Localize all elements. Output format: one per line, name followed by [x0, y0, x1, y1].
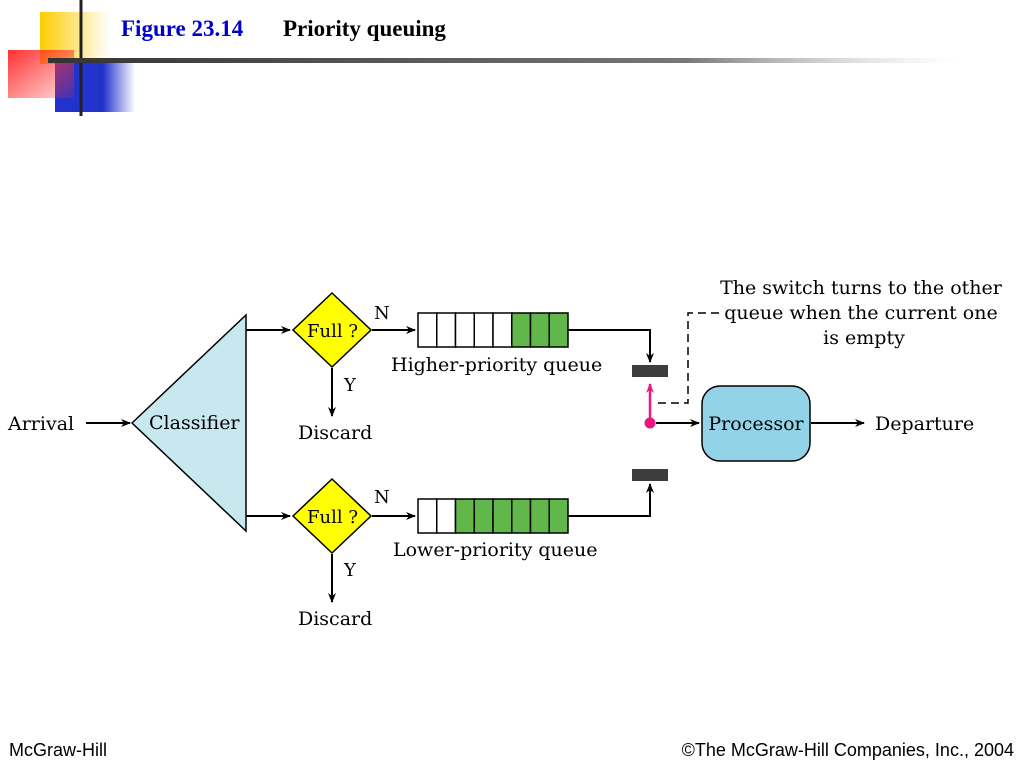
upper-discard-label: Discard [298, 422, 372, 444]
queue-slot-filled [473, 498, 494, 534]
processor-box [701, 385, 811, 462]
switch-note: The switch turns to the other queue when… [720, 277, 1008, 349]
lower-priority-queue [417, 498, 569, 534]
lower-full-decision [291, 477, 373, 555]
processor-label: Processor [708, 413, 804, 435]
upper-full-decision [291, 291, 373, 369]
classifier-triangle [130, 313, 247, 533]
queue-slot-filled [529, 312, 550, 348]
note-line-1: The switch turns to the other [720, 277, 1003, 299]
queue-slot-filled [548, 498, 569, 534]
page-title: Priority queuing [283, 16, 446, 41]
departure-label: Departure [875, 413, 974, 435]
queue-slot-empty [417, 312, 438, 348]
queue-slot-filled [492, 498, 513, 534]
note-line-3: is empty [823, 327, 905, 349]
figure-label: Figure 23.14 [121, 16, 244, 41]
queue-slot-empty [473, 312, 494, 348]
queue-slot-filled [548, 312, 569, 348]
upper-yes-label: Y [343, 375, 357, 396]
lower-queue-to-switch-arrow [568, 483, 654, 517]
lower-queue-label: Lower-priority queue [393, 539, 598, 561]
higher-queue-label: Higher-priority queue [391, 354, 602, 376]
queue-slot-filled [454, 498, 475, 534]
upper-no-label: N [374, 303, 390, 324]
switch-pivot [644, 417, 656, 429]
queue-slot-empty [436, 498, 457, 534]
higher-priority-queue [417, 312, 569, 348]
lower-yes-label: Y [343, 560, 357, 581]
footer-copyright: ©The McGraw-Hill Companies, Inc., 2004 [681, 740, 1014, 760]
queue-slot-filled [529, 498, 550, 534]
queue-slot-empty [454, 312, 475, 348]
queue-slot-empty [492, 312, 513, 348]
note-callout-line [658, 312, 722, 404]
lower-no-label: N [374, 487, 390, 508]
upper-switch-contact [632, 365, 668, 377]
header-decoration [8, 0, 958, 116]
classifier-label: Classifier [149, 412, 240, 434]
queue-slot-empty [436, 312, 457, 348]
queue-slot-filled [511, 312, 532, 348]
queue-slot-empty [417, 498, 438, 534]
lower-discard-label: Discard [298, 608, 372, 630]
arrival-label: Arrival [7, 413, 74, 435]
upper-full-label: Full ? [307, 321, 358, 342]
footer-publisher: McGraw-Hill [9, 740, 107, 760]
queue-slot-filled [511, 498, 532, 534]
higher-queue-to-switch-arrow [568, 329, 654, 363]
note-line-2: queue when the current one [724, 302, 997, 324]
header-rule [48, 58, 958, 63]
lower-full-label: Full ? [307, 507, 358, 528]
lower-switch-contact [632, 469, 668, 481]
